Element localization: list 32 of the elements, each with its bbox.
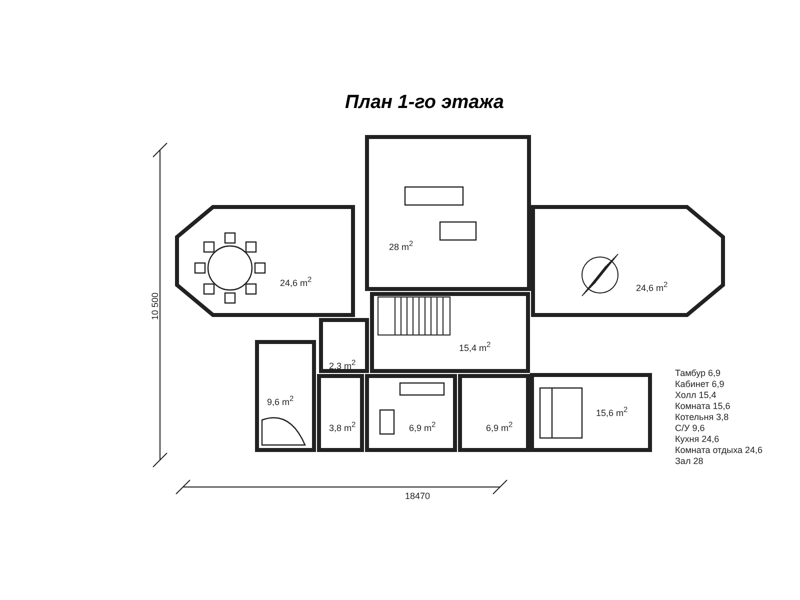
area-label: 6,9 m$^{2}$ [409,420,436,433]
area-label: 15,6 m$^{2}$ [596,405,628,418]
room-outline [317,374,364,452]
room-outline [365,374,457,452]
room-outline [531,205,725,317]
room-outline [458,374,530,452]
area-label: 2,3 m$^{2}$ [329,358,356,371]
room-outline [370,292,530,373]
area-label: 15,4 m$^{2}$ [459,340,491,353]
room-list-item: Тамбур 6,9 [675,368,721,379]
plan-title: План 1-го этажа [345,92,504,114]
area-label: 24,6 m$^{2}$ [280,275,312,288]
room-list-item: Котельня 3,8 [675,412,729,423]
room-outline [365,135,531,291]
room-list-item: Зал 28 [675,456,704,467]
area-label: 24,6 m$^{2}$ [636,280,668,293]
area-label: 6,9 m$^{2}$ [486,420,513,433]
room-outline [530,373,652,452]
area-label: 28 m$^{2}$ [389,239,414,252]
room-list-item: С/У 9,6 [675,423,705,434]
room-outline [255,340,316,452]
area-label: 9,6 m$^{2}$ [267,394,294,407]
dimension-label: 18470 [405,491,430,502]
dimension-label: 10 500 [150,292,161,320]
room-list-item: Холл 15,4 [675,390,716,401]
room-outline [175,205,355,317]
room-list-item: Комната отдыха 24,6 [675,445,763,456]
room-list-item: Кухня 24,6 [675,434,720,445]
area-label: 3,8 m$^{2}$ [329,420,356,433]
room-outline [319,318,369,373]
room-list-item: Кабинет 6,9 [675,379,724,390]
room-list-item: Комната 15,6 [675,401,730,412]
